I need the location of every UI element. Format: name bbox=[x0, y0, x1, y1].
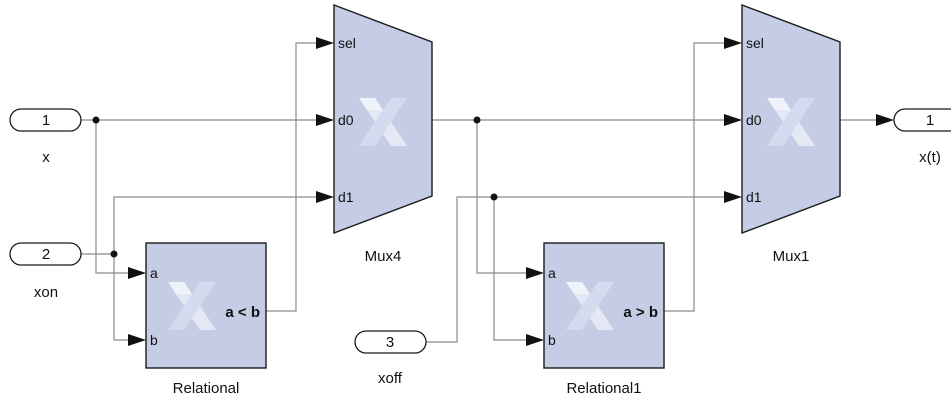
inport-label: xoff bbox=[378, 370, 403, 387]
inport-label: xon bbox=[34, 284, 58, 301]
inport-xoff[interactable]: 3 xoff bbox=[354, 330, 427, 387]
wire-relational1-to-mux1-sel[interactable] bbox=[664, 42, 728, 312]
mux-port-d1: d1 bbox=[746, 189, 762, 205]
mux-port-sel: sel bbox=[746, 35, 764, 51]
relational-block[interactable]: a b a < b Relational bbox=[145, 242, 267, 397]
inport-number: 3 bbox=[386, 334, 394, 351]
wire-xoff-to-relational1-b[interactable] bbox=[493, 197, 530, 341]
mux1-block[interactable]: sel d0 d1 Mux1 bbox=[741, 3, 841, 265]
arrow-icon bbox=[724, 37, 742, 49]
arrow-icon bbox=[526, 334, 544, 346]
branch-point bbox=[92, 116, 100, 124]
wire-relational-to-mux4-sel[interactable] bbox=[266, 42, 320, 312]
outport-x-t[interactable]: 1 x(t) bbox=[893, 108, 951, 166]
mux-port-d0: d0 bbox=[746, 112, 762, 128]
inport-number: 2 bbox=[42, 246, 50, 263]
inport-xon[interactable]: 2 xon bbox=[9, 242, 82, 301]
inport-number: 1 bbox=[42, 112, 50, 129]
inport-x[interactable]: 1 x bbox=[9, 108, 82, 166]
wire-xon-to-mux4-d1[interactable] bbox=[113, 196, 320, 254]
relational-port-b: b bbox=[150, 332, 158, 348]
relational-operator: a > b bbox=[623, 304, 658, 321]
arrow-icon bbox=[128, 334, 146, 346]
relational-port-a: a bbox=[150, 265, 158, 281]
relational-operator: a < b bbox=[225, 304, 260, 321]
block-name: Mux4 bbox=[365, 248, 402, 265]
relational-port-b: b bbox=[548, 332, 556, 348]
arrow-icon bbox=[316, 191, 334, 203]
mux-port-sel: sel bbox=[338, 35, 356, 51]
branch-point bbox=[490, 193, 498, 201]
wire-xon-to-relational-b[interactable] bbox=[81, 253, 132, 341]
arrow-icon bbox=[316, 37, 334, 49]
branch-points bbox=[92, 116, 498, 258]
outport-label: x(t) bbox=[919, 149, 941, 166]
mux-port-d1: d1 bbox=[338, 189, 354, 205]
mux-port-d0: d0 bbox=[338, 112, 354, 128]
wire-xoff-to-mux1-d1[interactable] bbox=[426, 196, 728, 343]
relational1-block[interactable]: a b a > b Relational1 bbox=[543, 242, 665, 397]
wire-mux4-to-relational1-a[interactable] bbox=[476, 120, 530, 274]
signal-lines bbox=[81, 42, 880, 343]
arrow-icon bbox=[526, 267, 544, 279]
block-name: Relational bbox=[173, 380, 240, 397]
mux4-block[interactable]: sel d0 d1 Mux4 bbox=[333, 3, 433, 265]
arrow-icon bbox=[316, 114, 334, 126]
arrow-icon bbox=[724, 191, 742, 203]
relational-port-a: a bbox=[548, 265, 556, 281]
arrowheads bbox=[128, 37, 894, 346]
branch-point bbox=[110, 250, 118, 258]
outport-number: 1 bbox=[926, 112, 934, 129]
arrow-icon bbox=[128, 267, 146, 279]
branch-point bbox=[473, 116, 481, 124]
arrow-icon bbox=[876, 114, 894, 126]
inport-label: x bbox=[42, 149, 50, 166]
block-name: Relational1 bbox=[566, 380, 641, 397]
block-name: Mux1 bbox=[773, 248, 810, 265]
arrow-icon bbox=[724, 114, 742, 126]
wire-x-to-relational-a[interactable] bbox=[95, 120, 132, 274]
